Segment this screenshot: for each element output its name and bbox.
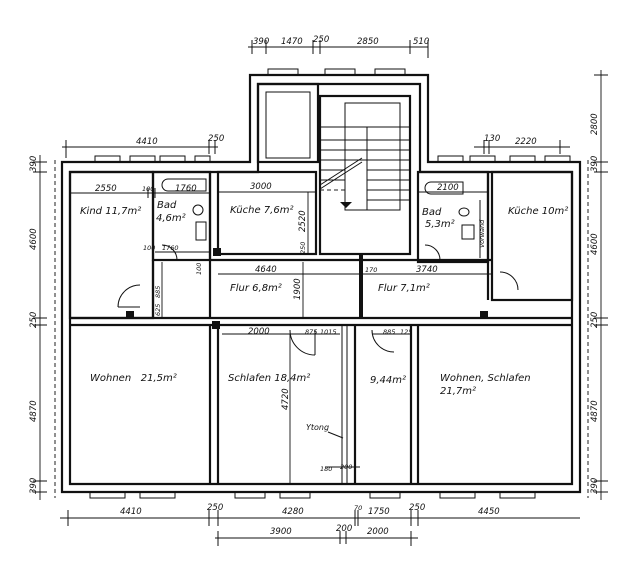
dim-170: 170	[365, 266, 377, 274]
dim-125: 125	[400, 328, 412, 336]
dim-1470: 1470	[281, 37, 303, 47]
dim-3000: 3000	[250, 182, 272, 192]
toilet-icon	[192, 204, 204, 216]
dim-1015: 1015	[320, 328, 337, 336]
room-area-bad-right: 5,3m²	[425, 219, 455, 230]
room-label-vorwand: Vorwand	[478, 219, 486, 248]
staircase	[319, 102, 410, 211]
dim-885-right: 885	[383, 328, 395, 336]
dim-1750: 1750	[368, 507, 390, 517]
dim-left-4600: 4600	[29, 228, 39, 250]
column-marker	[213, 248, 221, 256]
dim-2000: 2000	[367, 527, 389, 537]
dimension-bottom-row1: 4410 250 4280 70 1750 250 4450	[60, 503, 580, 526]
room-label-bad-left: Bad	[157, 200, 177, 211]
room-label-schlafen: Schlafen 18,4m²	[228, 373, 310, 384]
dim-right-4600: 4600	[590, 233, 600, 255]
dim-250-top: 250	[208, 134, 224, 144]
dim-4410-top: 4410	[136, 137, 158, 147]
stair-arrow-icon	[340, 202, 352, 208]
room-label-wohnen: Wohnen 21,5m²	[90, 373, 177, 384]
room-label-bad-right: Bad	[422, 207, 442, 218]
dim-200: 200	[336, 524, 352, 534]
room-area-bad-left: 4,6m²	[156, 213, 186, 224]
dim-4640: 4640	[255, 265, 277, 275]
door-swing	[117, 284, 141, 308]
toilet-icon	[458, 207, 470, 217]
room-label-kueche-left: Küche 7,6m²	[230, 205, 293, 216]
label-ytong: Ytong	[306, 423, 329, 432]
dim-130: 130	[484, 134, 500, 144]
dimension-top-right: 130 2220	[474, 134, 570, 154]
dim-390: 390	[253, 37, 269, 47]
ytong-leader	[327, 431, 344, 439]
inner-dimensions	[70, 188, 492, 484]
dim-625: 625	[154, 304, 162, 316]
dim-875: 875	[305, 328, 317, 336]
dimension-bottom-row2: 3900 200 2000	[215, 524, 418, 546]
dim-180: 180	[320, 465, 332, 473]
dimension-top-left: 4410 250	[62, 134, 224, 158]
door-swing	[424, 244, 441, 261]
dim-1760-a: 1760	[175, 184, 197, 194]
dim-4280: 4280	[282, 507, 304, 517]
inner-walls	[68, 82, 574, 484]
dim-left-390-bottom: 390	[29, 478, 39, 494]
dim-right-390-top: 390	[590, 156, 600, 172]
dim-1760-b: 1760	[162, 244, 179, 252]
dim-2550: 2550	[95, 184, 117, 194]
dim-250: 250	[313, 35, 329, 45]
dim-200-ytong: 200	[340, 463, 352, 471]
dim-left-4870: 4870	[29, 400, 39, 422]
sink-icon	[461, 224, 475, 240]
dim-4720: 4720	[281, 388, 291, 410]
room-label-flur-right: Flur 7,1m²	[378, 283, 430, 294]
dim-right-4870: 4870	[590, 400, 600, 422]
door-swing	[499, 271, 519, 291]
dim-3740: 3740	[416, 265, 438, 275]
dim-2000-schlafen: 2000	[248, 327, 270, 337]
sink-icon	[195, 221, 207, 241]
room-label-kind: Kind 11,7m²	[80, 206, 141, 217]
door-swing	[161, 244, 178, 261]
dim-70: 70	[354, 504, 362, 512]
dim-1900: 1900	[293, 278, 303, 300]
dim-left-250: 250	[29, 312, 39, 328]
column-marker	[126, 311, 134, 319]
dim-250-bottom-left: 250	[207, 503, 223, 513]
dim-left-390-top: 390	[29, 156, 39, 172]
dimension-top-stair: 390 1470 250 2850 510	[248, 35, 429, 58]
dimension-right-side: 2800 390 4600 250 4870 390	[590, 70, 608, 500]
dim-right-390-bottom: 390	[590, 478, 600, 494]
outer-walls	[54, 68, 589, 499]
dim-2520: 2520	[298, 210, 308, 232]
room-label-flur-left: Flur 6,8m²	[230, 283, 282, 294]
dim-2100: 2100	[437, 183, 459, 193]
room-area-wohnen-schlafen: 21,7m²	[440, 386, 476, 397]
dim-250-bottom-right: 250	[409, 503, 425, 513]
door-swing	[371, 329, 395, 353]
dim-100-b: 100	[143, 244, 155, 252]
dim-100-entry: 100	[195, 263, 203, 275]
room-label-kueche-right: Küche 10m²	[508, 206, 568, 217]
dim-100-a: 100	[142, 185, 154, 193]
dim-2850: 2850	[357, 37, 379, 47]
column-marker	[212, 321, 220, 329]
dim-right-2800: 2800	[590, 113, 600, 135]
dim-3900: 3900	[270, 527, 292, 537]
dim-4410-bottom: 4410	[120, 507, 142, 517]
dim-885-left: 885	[154, 286, 162, 298]
dim-right-250: 250	[590, 312, 600, 328]
dim-4450: 4450	[478, 507, 500, 517]
room-label-wohnen-schlafen: Wohnen, Schlafen	[440, 373, 531, 384]
dimension-left-side: 390 4600 250 4870 390	[29, 155, 47, 500]
fixtures	[161, 178, 481, 258]
dim-510: 510	[413, 37, 429, 47]
column-marker	[480, 311, 488, 319]
dim-250-kueche: 250	[299, 242, 307, 254]
dim-2220: 2220	[515, 137, 537, 147]
room-label-small-room: 9,44m²	[370, 375, 406, 386]
